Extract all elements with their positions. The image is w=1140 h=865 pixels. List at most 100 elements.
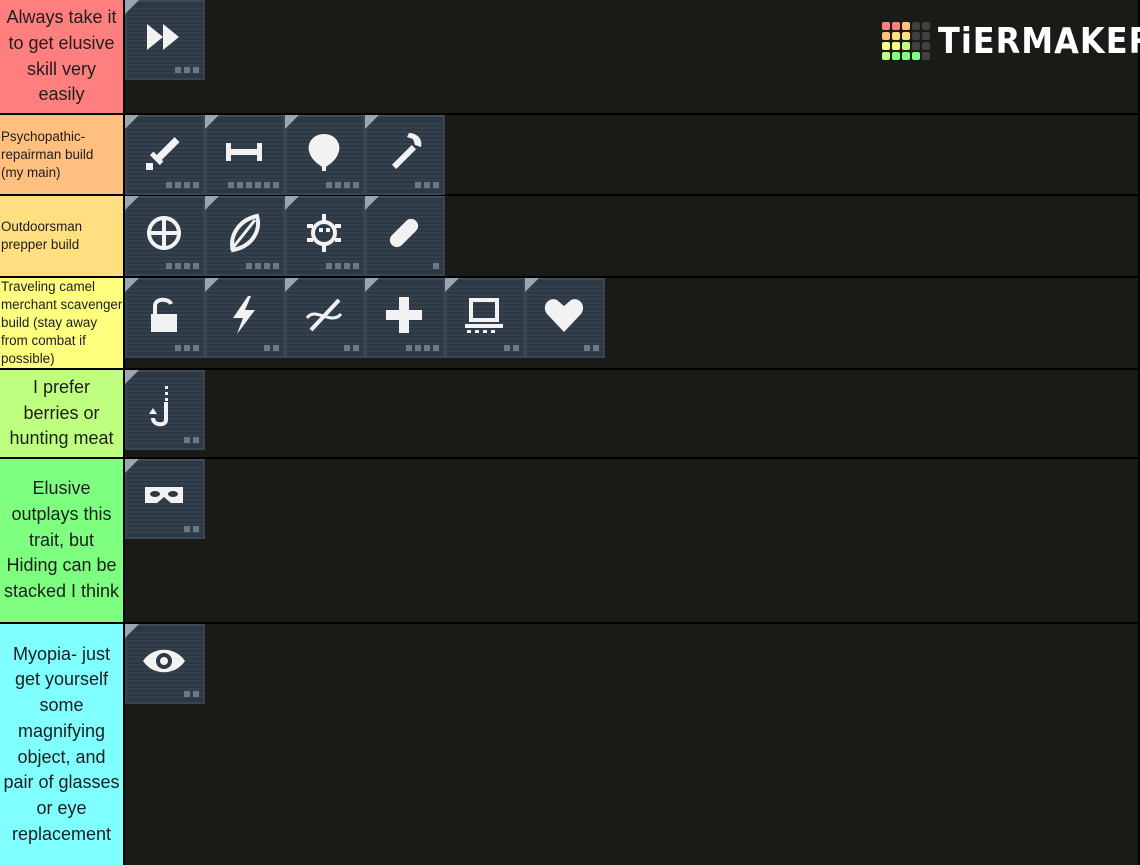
tier-label[interactable]: Elusive outplays this trait, but Hiding … — [0, 459, 123, 622]
card-dot — [353, 345, 359, 351]
tier-items-area[interactable] — [125, 278, 1138, 368]
logo-square — [902, 42, 910, 50]
card-top-edge — [539, 278, 603, 280]
trait-card[interactable] — [125, 459, 205, 539]
card-top-edge — [379, 196, 443, 198]
trait-card[interactable] — [125, 278, 205, 358]
card-dot — [184, 182, 190, 188]
trait-card[interactable] — [205, 278, 285, 358]
card-corner-fold — [125, 624, 139, 638]
card-dots — [264, 345, 279, 351]
card-dot — [264, 182, 270, 188]
tier-items-area[interactable] — [125, 624, 1138, 865]
card-corner-fold — [125, 278, 139, 292]
padlock-icon — [139, 290, 189, 340]
logo-square — [882, 32, 890, 40]
trait-card[interactable] — [125, 370, 205, 450]
logo-square — [922, 42, 930, 50]
tier-label[interactable]: Traveling camel merchant scavenger build… — [0, 278, 123, 368]
trait-card[interactable] — [285, 196, 365, 276]
card-dot — [264, 263, 270, 269]
wrench-icon — [379, 127, 429, 177]
card-dot — [255, 182, 261, 188]
trait-card[interactable] — [125, 115, 205, 195]
tier-items-area[interactable] — [125, 459, 1138, 622]
card-dots — [184, 526, 199, 532]
tier-label[interactable]: I prefer berries or hunting meat — [0, 370, 123, 457]
logo-text: TiERMAKER — [938, 20, 1140, 62]
trait-card[interactable] — [285, 278, 365, 358]
logo-square — [922, 22, 930, 30]
card-corner-fold — [205, 196, 219, 210]
trait-card[interactable] — [205, 196, 285, 276]
card-corner-fold — [285, 115, 299, 129]
trait-card[interactable] — [125, 0, 205, 80]
card-dot — [184, 345, 190, 351]
card-dots — [415, 182, 439, 188]
card-dot — [175, 182, 181, 188]
card-dot — [175, 345, 181, 351]
card-corner-fold — [285, 196, 299, 210]
card-top-edge — [139, 278, 203, 280]
card-dots — [175, 67, 199, 73]
trait-card[interactable] — [365, 278, 445, 358]
tier-label-text: Always take it to get elusive skill very… — [6, 7, 117, 105]
tier-row: Elusive outplays this trait, but Hiding … — [0, 459, 1140, 622]
card-dots — [184, 437, 199, 443]
card-dots — [344, 345, 359, 351]
card-dot — [184, 263, 190, 269]
card-dots — [584, 345, 599, 351]
tier-label[interactable]: Always take it to get elusive skill very… — [0, 0, 123, 113]
trait-card[interactable] — [445, 278, 525, 358]
tier-items-area[interactable] — [125, 196, 1138, 276]
trait-card[interactable] — [365, 115, 445, 195]
card-corner-fold — [445, 278, 459, 292]
card-dot — [344, 182, 350, 188]
trait-card[interactable] — [205, 115, 285, 195]
card-dot — [593, 345, 599, 351]
card-dots — [433, 263, 439, 269]
logo-square — [922, 32, 930, 40]
tiermaker-logo[interactable]: TiERMAKER — [882, 18, 1140, 64]
card-dot — [424, 345, 430, 351]
logo-square — [912, 22, 920, 30]
card-dot — [193, 263, 199, 269]
card-dot — [184, 691, 190, 697]
card-dot — [175, 263, 181, 269]
tier-label[interactable]: Psychopathic-repairman build (my main) — [0, 115, 123, 194]
card-texture — [287, 286, 363, 354]
tier-items-area[interactable] — [125, 0, 1138, 113]
trait-card[interactable] — [525, 278, 605, 358]
card-dots — [326, 182, 359, 188]
bandage-icon — [379, 208, 429, 258]
card-dot — [264, 345, 270, 351]
tier-row: Psychopathic-repairman build (my main) — [0, 115, 1140, 195]
card-dot — [166, 182, 172, 188]
card-dot — [353, 263, 359, 269]
card-dot — [184, 67, 190, 73]
tier-label[interactable]: Myopia- just get yourself some magnifyin… — [0, 624, 123, 865]
logo-square — [882, 22, 890, 30]
card-top-edge — [139, 459, 203, 461]
card-dot — [326, 263, 332, 269]
tier-items-area[interactable] — [125, 370, 1138, 457]
card-corner-fold — [205, 278, 219, 292]
card-dot — [433, 345, 439, 351]
card-top-edge — [139, 0, 203, 2]
card-texture — [207, 123, 283, 191]
card-top-edge — [299, 278, 363, 280]
tier-row: Always take it to get elusive skill very… — [0, 0, 1140, 113]
fishing-hook-icon — [139, 382, 189, 432]
card-dots — [246, 263, 279, 269]
trait-card[interactable] — [125, 196, 205, 276]
trait-card[interactable] — [365, 196, 445, 276]
tier-label[interactable]: Outdoorsman prepper build — [0, 196, 123, 276]
tier-label-text: I prefer berries or hunting meat — [9, 376, 114, 449]
card-dot — [415, 182, 421, 188]
logo-square — [892, 42, 900, 50]
card-dot — [513, 345, 519, 351]
trait-card[interactable] — [285, 115, 365, 195]
card-corner-fold — [285, 278, 299, 292]
tier-items-area[interactable] — [125, 115, 1138, 195]
trait-card[interactable] — [125, 624, 205, 704]
